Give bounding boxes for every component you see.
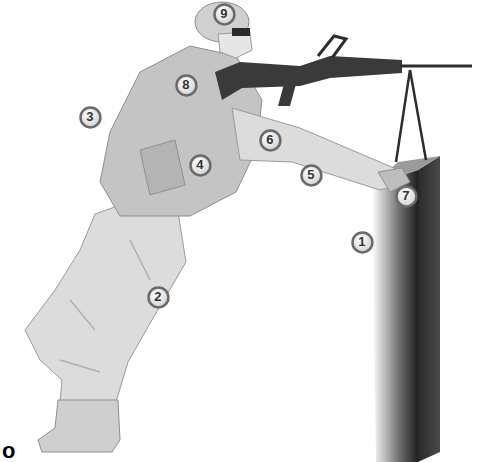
soldier-goggles: [232, 28, 250, 36]
callout-circle: 4: [189, 154, 212, 177]
callout-circle-shape: [176, 75, 196, 95]
vest-pouch: [140, 140, 185, 195]
callout-circle: 3: [79, 106, 102, 129]
callout-circle: 1: [351, 231, 374, 254]
callout-circle-shape: [148, 287, 168, 307]
machine-gun-body: [215, 56, 402, 100]
callout-number: 7: [402, 189, 409, 202]
callout-number: 9: [220, 7, 227, 20]
support-wall-front: [372, 170, 418, 462]
machine-gun-grip: [278, 84, 296, 106]
callout-number: 3: [86, 110, 93, 123]
callout-number: 8: [182, 78, 189, 91]
callout-number: 2: [154, 290, 161, 303]
machine-gun-bipod: [396, 70, 426, 162]
callout-circle-shape: [352, 232, 372, 252]
soldier-arm: [232, 108, 402, 190]
machine-gun-handle: [318, 36, 346, 58]
callout-circle: 5: [300, 164, 323, 187]
cropped-letter: o: [2, 440, 15, 462]
callout-number: 1: [358, 235, 365, 248]
callout-circle-shape: [190, 155, 210, 175]
callout-circle-shape: [301, 165, 321, 185]
callout-number: 6: [266, 133, 273, 146]
callout-circle: 7: [395, 185, 418, 208]
callout-circle: 9: [213, 3, 236, 26]
soldier-legs: [25, 205, 186, 402]
callout-number: 5: [307, 168, 314, 181]
callout-circle-shape: [214, 4, 234, 24]
callout-circle: 6: [259, 129, 282, 152]
soldier-leg-fold: [60, 240, 150, 372]
callout-number: 4: [196, 158, 203, 171]
callout-circle: 8: [175, 74, 198, 97]
machine-gun-barrel: [400, 65, 472, 68]
callout-circle-shape: [80, 107, 100, 127]
support-wall-side: [418, 156, 440, 462]
soldier-boot: [38, 400, 120, 452]
callout-circle: 2: [147, 286, 170, 309]
callout-circle-shape: [396, 186, 416, 206]
callout-circle-shape: [260, 130, 280, 150]
